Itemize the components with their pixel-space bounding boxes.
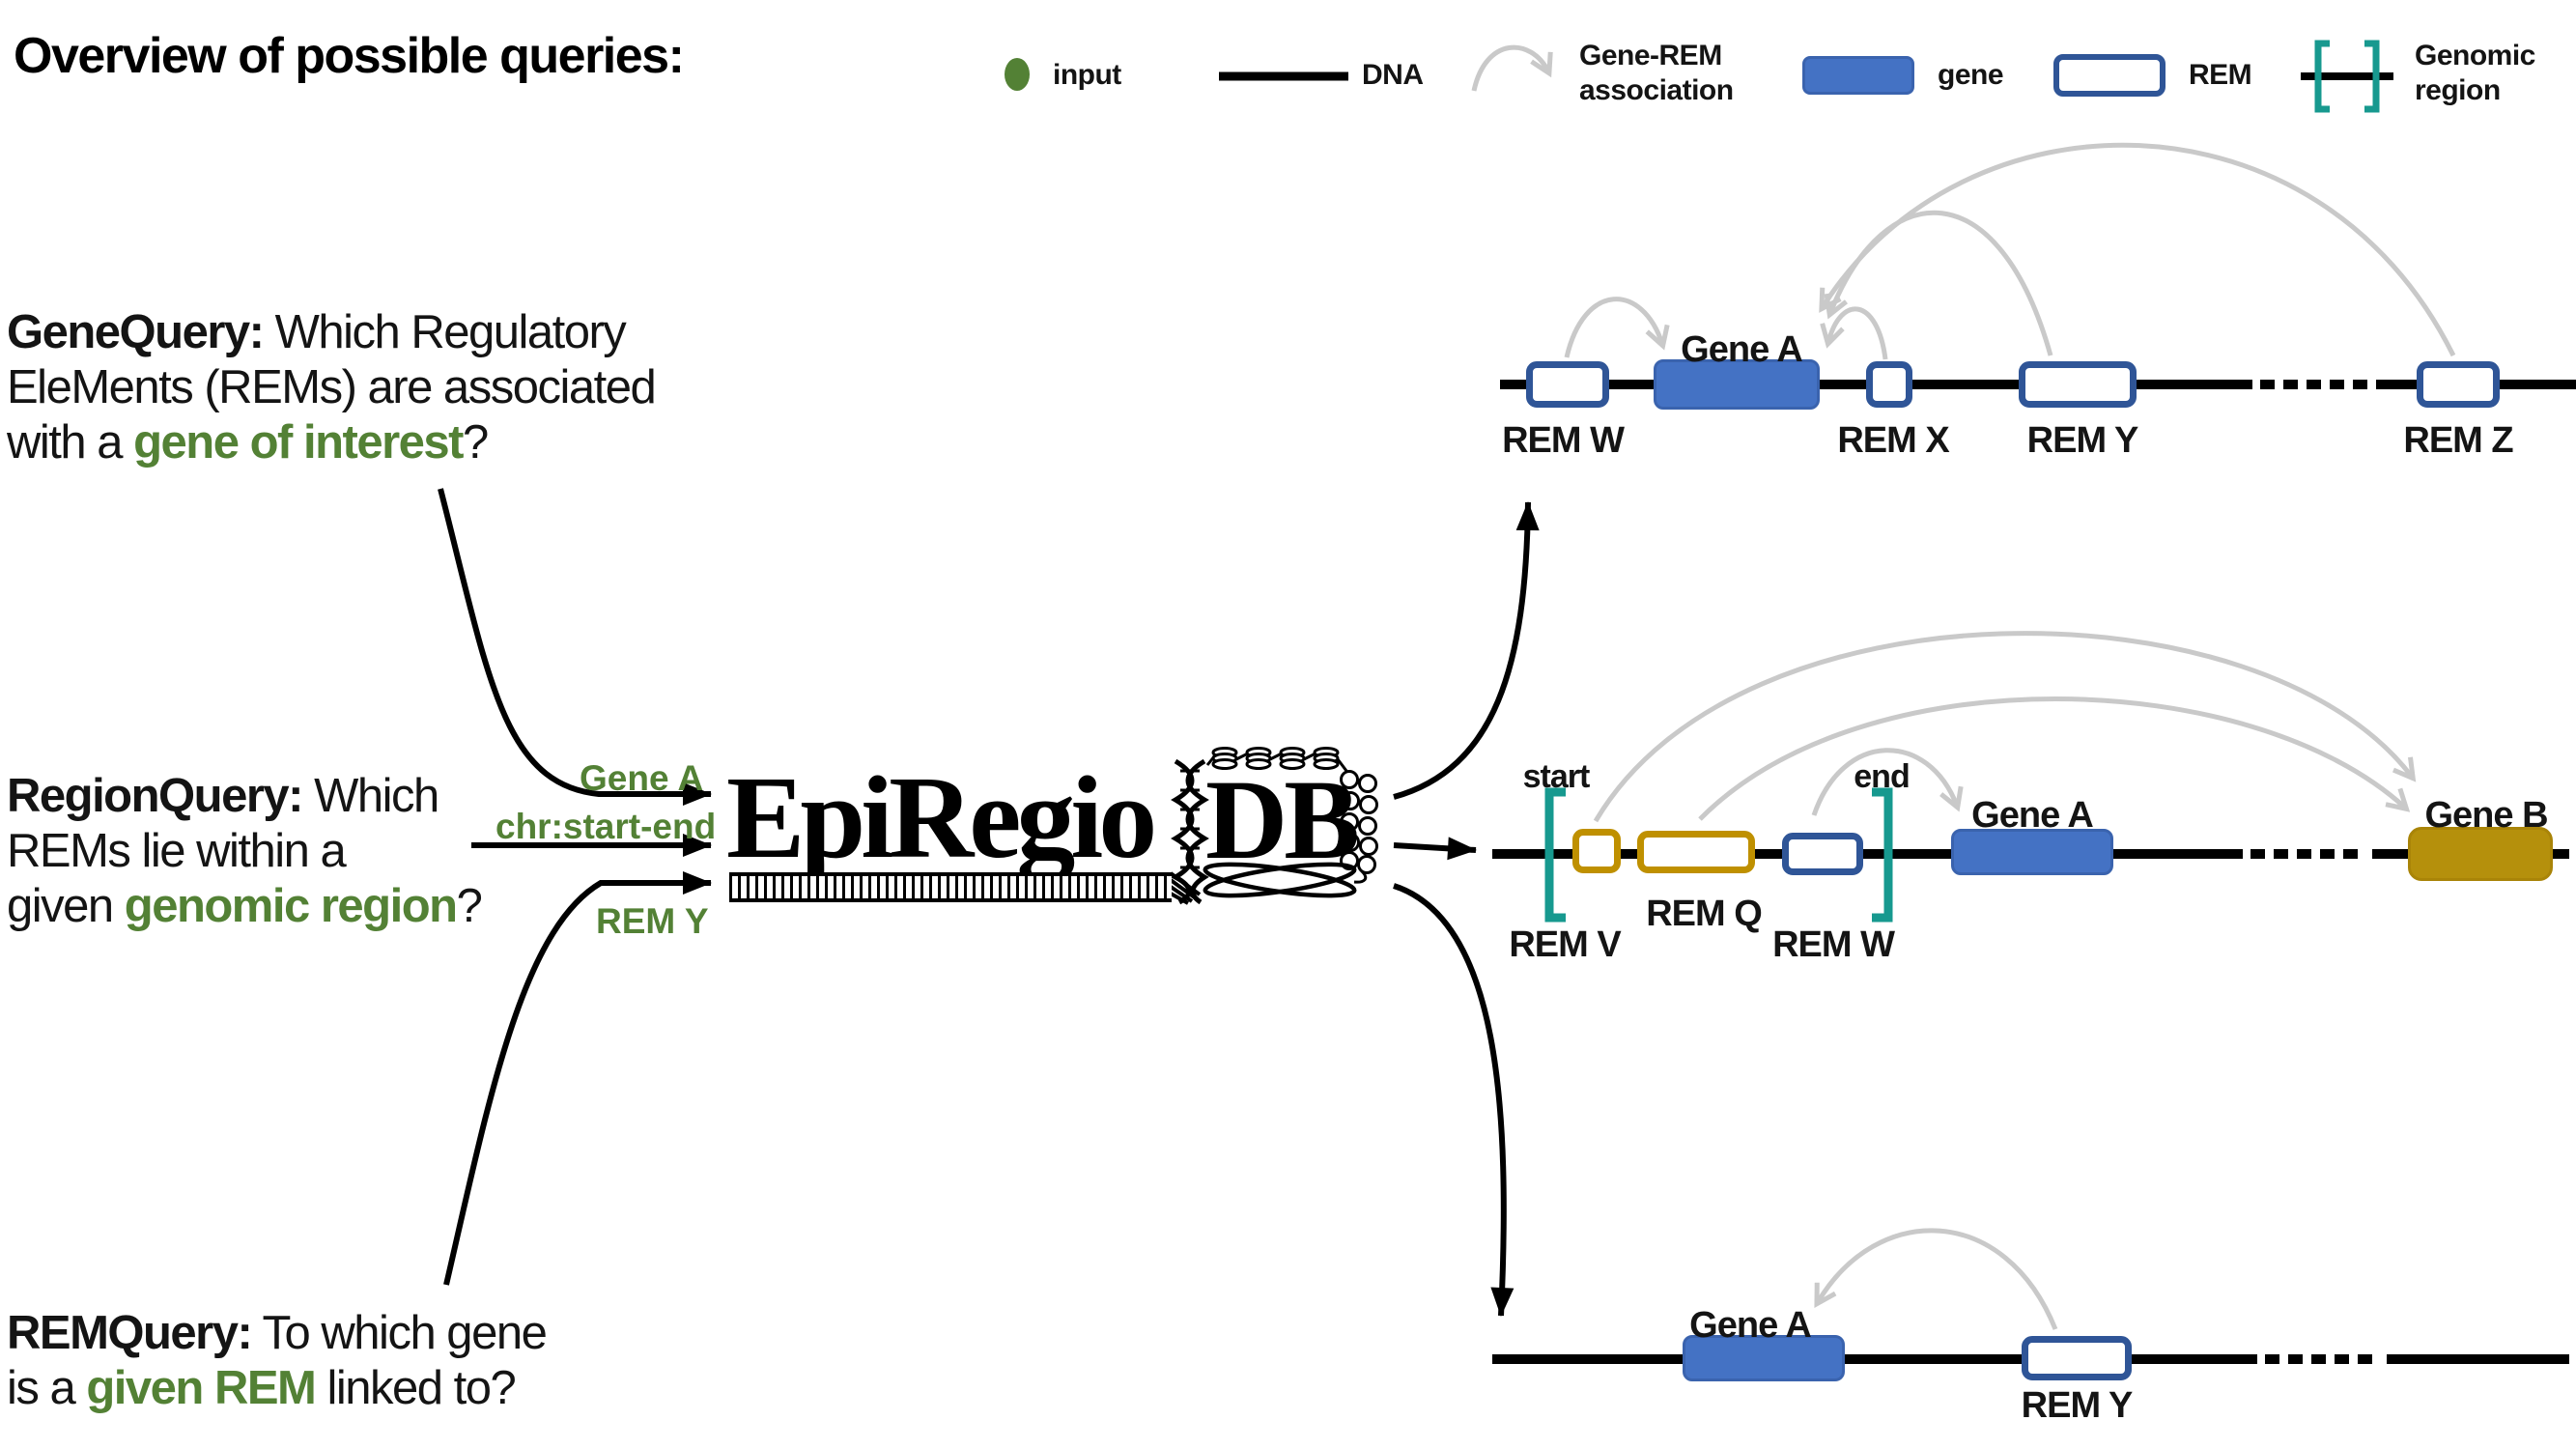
page-title: Overview of possible queries: <box>14 28 685 84</box>
end-bracket-icon <box>1872 787 1893 923</box>
mid-end-label: end <box>1854 758 1910 795</box>
regionquery-line3-pre: given <box>7 880 125 932</box>
regionquery-line1: Which <box>301 770 439 822</box>
logo-epiregio-text: EpiRegio <box>726 753 1157 883</box>
legend-association-line2: association <box>1579 74 1734 106</box>
legend-genomic-line1: Genomic <box>2415 40 2535 71</box>
mid-start-label: start <box>1522 758 1591 795</box>
remquery-line2-post: linked to? <box>315 1362 516 1414</box>
mid-rem-v-box <box>1572 829 1621 873</box>
mid-gene-b-box <box>2408 827 2553 881</box>
genequery-line3-pre: with a <box>7 416 134 469</box>
arc-remv-geneb <box>1593 631 2417 823</box>
top-rem-w-box <box>1526 361 1609 408</box>
top-rem-z-box <box>2417 361 2500 408</box>
legend-association-line1: Gene-REM <box>1579 40 1722 71</box>
logo-dna-ladder-icon <box>729 872 1172 902</box>
output-arrow-genequery <box>1393 501 1540 800</box>
remquery-line1: To which gene <box>251 1307 548 1359</box>
remquery-line2-pre: is a <box>7 1362 87 1414</box>
mid-rem-w-label: REM W <box>1772 924 1895 965</box>
input-label-gene: Gene A <box>580 758 704 798</box>
top-gene-a-box <box>1654 359 1820 410</box>
legend-input-dot-icon <box>1005 58 1030 91</box>
top-rem-z-label: REM Z <box>2403 420 2513 461</box>
regionquery-description: RegionQuery: Which REMs lie within a giv… <box>7 769 483 934</box>
logo-dna-helix-icon <box>1169 758 1209 905</box>
arc-remy-genea <box>1824 210 2053 356</box>
genequery-input-arrow <box>438 488 712 806</box>
legend-gene-label: gene <box>1938 59 2004 91</box>
remquery-line2-highlight: given REM <box>86 1362 316 1414</box>
logo-bead-chain-icon <box>1340 770 1378 884</box>
remquery-description: REMQuery: To which gene is a given REM l… <box>7 1306 548 1416</box>
input-label-rem: REM Y <box>596 901 709 941</box>
genequery-description: GeneQuery: Which Regulatory EleMents (RE… <box>7 305 657 470</box>
mid-gene-a-label: Gene A <box>1971 795 2094 836</box>
legend-gene-swatch-icon <box>1802 56 1914 95</box>
arc-remz-genea <box>1819 142 2456 357</box>
start-bracket-icon <box>1544 787 1566 923</box>
logo-db-text: DB <box>1205 756 1360 883</box>
mid-gene-b-label: Gene B <box>2424 795 2548 836</box>
legend-dna-label: DNA <box>1362 59 1424 91</box>
legend-bracket-open-icon <box>2314 40 2330 113</box>
top-rem-y-label: REM Y <box>2026 420 2139 461</box>
legend-association-label: Gene-REM association <box>1579 39 1734 108</box>
genequery-line1: Which Regulatory <box>263 306 627 358</box>
bottom-rem-y-box <box>2022 1336 2132 1380</box>
regionquery-line3-post: ? <box>456 880 483 932</box>
regionquery-keyword: RegionQuery: <box>7 770 303 822</box>
mid-gene-a-box <box>1951 829 2113 875</box>
arc-remw-genea <box>1564 297 1670 358</box>
legend-genomic-label: Genomic region <box>2415 39 2535 108</box>
output-arrow-regionquery <box>1393 837 1477 861</box>
legend-bracket-close-icon <box>2364 40 2380 113</box>
logo-chromosome-icon <box>1203 862 1357 898</box>
bottom-rem-y-label: REM Y <box>2021 1385 2134 1426</box>
remquery-input-arrow <box>443 871 712 1286</box>
mid-rem-v-label: REM V <box>1509 924 1621 965</box>
bottom-gene-a-label: Gene A <box>1689 1305 1812 1346</box>
top-rem-y-box <box>2019 361 2137 408</box>
arc-remq-geneb <box>1698 696 2411 821</box>
arc-remy-genea-bottom <box>1814 1228 2058 1330</box>
mid-rem-q-label: REM Q <box>1646 894 1763 934</box>
top-rem-w-label: REM W <box>1502 420 1625 461</box>
regionquery-line3-highlight: genomic region <box>124 880 458 932</box>
legend-association-arc-icon <box>1471 44 1553 92</box>
genequery-line3-highlight: gene of interest <box>133 416 464 469</box>
output-arrow-remquery <box>1393 883 1514 1317</box>
top-rem-x-label: REM X <box>1837 420 1949 461</box>
remquery-keyword: REMQuery: <box>7 1307 253 1359</box>
input-label-region: chr:start-end <box>495 807 717 846</box>
arc-remx-genea <box>1820 306 1888 360</box>
genequery-line2: EleMents (REMs) are associated <box>7 361 657 413</box>
logo-nucleosome-coils-icon <box>1205 747 1348 772</box>
mid-rem-q-box <box>1637 831 1755 873</box>
legend-rem-label: REM <box>2189 59 2252 91</box>
genequery-line3-post: ? <box>462 416 489 469</box>
legend-genomic-line2: region <box>2415 74 2501 106</box>
bottom-gene-a-box <box>1683 1335 1845 1381</box>
genequery-keyword: GeneQuery: <box>7 306 265 358</box>
top-rem-x-box <box>1866 361 1912 408</box>
mid-rem-w-box <box>1782 833 1863 875</box>
legend-rem-swatch-icon <box>2053 54 2166 97</box>
top-gene-a-label: Gene A <box>1681 329 1803 370</box>
legend-input-label: input <box>1053 59 1121 91</box>
regionquery-line2: REMs lie within a <box>7 825 347 877</box>
arc-remw-genea-middle <box>1811 748 1964 816</box>
